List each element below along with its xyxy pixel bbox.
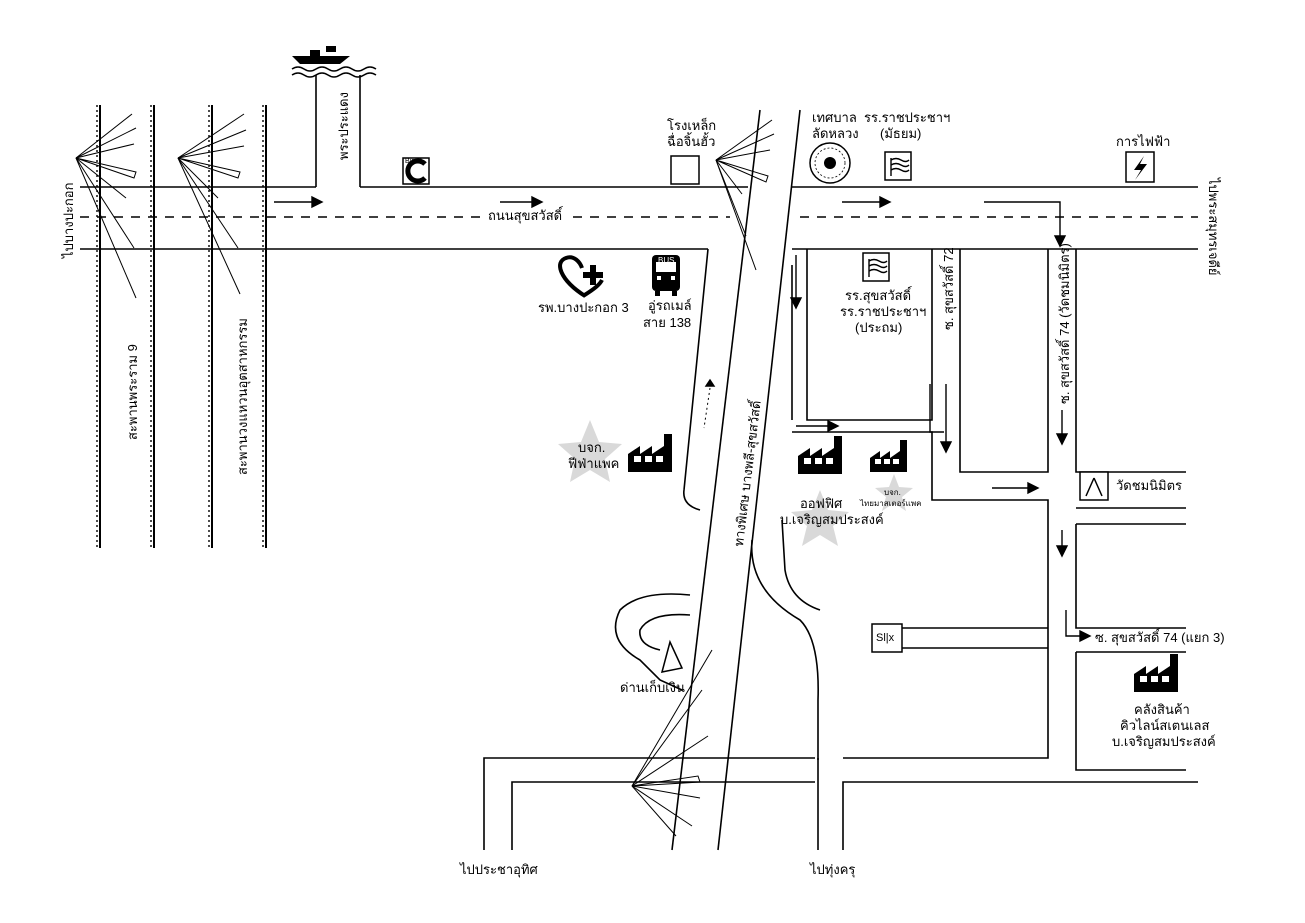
thaimaster-label-1: บจก. [884, 488, 901, 497]
thaimaster-label-2: ไทยมาสเตอร์แพค [860, 499, 922, 508]
bridge-lines [99, 105, 267, 548]
steel-label-2: ฉื่อจิ้นฮั้ว [667, 134, 716, 149]
school-flag-icon [884, 151, 912, 181]
to-thung-khru-label: ไปทุ่งครุ [810, 862, 856, 877]
bigc-logo-icon [402, 157, 430, 185]
bus-label-2: สาย 138 [643, 315, 692, 330]
bus-icon [652, 255, 680, 296]
bus-label-1: อู่รถเมล์ [648, 298, 692, 313]
municipality-label-1: เทศบาล [812, 110, 857, 125]
boat-icon [291, 46, 377, 78]
bridge-dots [96, 105, 264, 548]
heart-cross-icon [558, 255, 604, 298]
fipak-label-2: ฟีฟ่าแพค [568, 456, 620, 471]
steel-label-1: โรงเหล็ก [667, 118, 717, 133]
building-square-icon [670, 155, 700, 185]
warehouse-label-3: บ.เจริญสมประสงค์ [1112, 734, 1216, 749]
electricity-label: การไฟฟ้า [1116, 134, 1171, 149]
lightning-icon [1125, 151, 1155, 183]
frontage-dots [703, 387, 711, 429]
seven-eleven-label: Sl|x [876, 632, 895, 644]
school-prathom-label-2: รร.ราชประชาฯ [840, 304, 927, 319]
soi74-branch3-label: ซ. สุขสวัสดิ์ 74 (แยก 3) [1095, 630, 1225, 645]
rama9-bridge-label: สะพานพระราม 9 [125, 344, 140, 440]
school-flag-icon-2 [862, 252, 890, 282]
star-icons [558, 420, 913, 546]
school-prathom-label-1: รร.สุขสวัสดิ์ [845, 288, 912, 303]
office-label-1: ออฟฟิศ [800, 496, 843, 511]
industrial-ring-bridge-label: สะพานวงแหวนอุตสาหกรรม [235, 318, 250, 475]
temple-label: วัดชมนิมิตร [1116, 478, 1183, 493]
hospital-label: รพ.บางปะกอก 3 [538, 300, 629, 315]
soi72-label: ซ. สุขสวัสดิ์ 72 [941, 247, 956, 330]
pier-label: พระประแดง [336, 92, 351, 160]
factory-icons [628, 434, 1178, 692]
warehouse-label-1: คลังสินค้า [1134, 702, 1190, 717]
main-road-label: ถนนสุขสวัสดิ์ [484, 208, 567, 224]
bigc-text: Big C [405, 158, 423, 165]
soi74-label: ซ. สุขสวัสดิ์ 74 (วัดชมนิมิตร) [1057, 243, 1072, 404]
school-prathom-label-3: (ประถม) [855, 320, 903, 335]
road-lines [80, 75, 1198, 851]
to-pracha-uthit-label: ไปประชาอุทิศ [460, 862, 538, 877]
seven-eleven-box [871, 623, 903, 653]
warehouse-label-2: คิวไลน์สเตนเลส [1120, 718, 1210, 733]
to-bang-pakok-label: ไปบางปะกอก [61, 182, 76, 258]
office-label-2: บ.เจริญสมประสงค์ [780, 512, 884, 527]
tollgate-icon [660, 639, 684, 673]
bus-sign: BUS [658, 256, 675, 265]
bridge-cables [75, 113, 775, 837]
municipality-label-2: ลัดหลวง [812, 126, 859, 141]
to-phra-samut-chedi-label: ไปพระสมุทรเจดีย์ [1206, 178, 1221, 276]
school-moi-label-2: (มัธยม) [880, 126, 922, 141]
fipak-label-1: บจก. [578, 440, 606, 455]
school-moi-label-1: รร.ราชประชาฯ [864, 110, 951, 125]
municipality-seal-icon [809, 142, 851, 184]
temple-icon [1079, 471, 1109, 501]
tollgate-label: ด่านเก็บเงิน [620, 680, 685, 695]
direction-arrows [274, 195, 1092, 643]
